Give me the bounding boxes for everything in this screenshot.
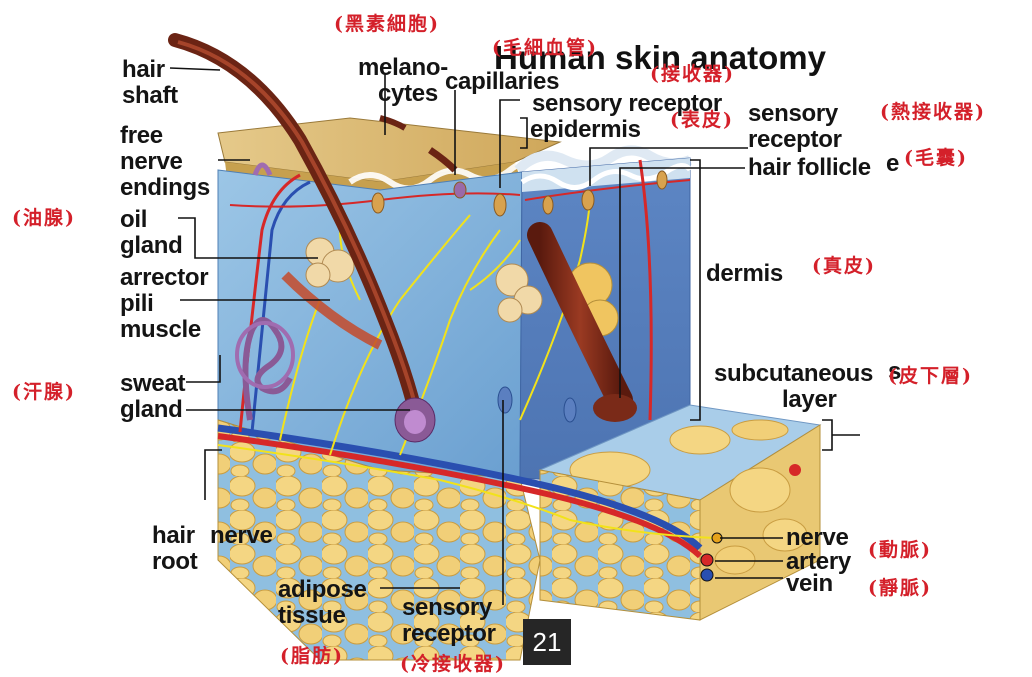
label-sensory-receptor-right-2: receptor [748, 128, 842, 152]
cn-hair-follicle: (毛囊) [904, 148, 968, 168]
cn-capillaries: (毛細血管) [492, 38, 598, 58]
cn-touch-receptor: (接收器) [650, 64, 735, 84]
cn-oil-gland: (油腺) [12, 208, 76, 228]
label-vein: vein [786, 572, 833, 596]
label-arrector-2: pili [120, 292, 153, 316]
label-oil-gland-1: oil [120, 208, 147, 232]
label-hair-shaft-1: hair [122, 58, 165, 82]
label-sensory-receptor-bottom-2: receptor [402, 622, 496, 646]
label-hair-root-1: hair [152, 524, 195, 548]
label-free-nerve-endings-1: free [120, 124, 163, 148]
label-epidermis: epidermis [530, 118, 641, 142]
cn-melanocytes: (黑素細胞) [334, 14, 440, 34]
cn-adipose: (脂肪) [280, 646, 344, 666]
cn-sweat-gland: (汗腺) [12, 382, 76, 402]
label-melanocytes-1: melano- [358, 56, 448, 80]
label-sensory-receptor-right-1: sensory [748, 102, 838, 126]
label-hair-follicle-tail: e [886, 152, 899, 176]
label-free-nerve-endings-3: endings [120, 176, 210, 200]
label-nerve-left: nerve [210, 524, 273, 548]
label-hair-shaft-2: shaft [122, 84, 178, 108]
cn-heat-receptor: (熱接收器) [880, 102, 986, 122]
label-dermis: dermis [706, 262, 783, 286]
label-sweat-gland-2: gland [120, 398, 183, 422]
label-arrector-3: muscle [120, 318, 201, 342]
label-arrector-1: arrector [120, 266, 208, 290]
cn-dermis: (真皮) [812, 256, 876, 276]
label-hair-follicle: hair follicle [748, 156, 871, 180]
label-nerve-right: nerve [786, 526, 849, 550]
label-adipose-2: tissue [278, 604, 346, 628]
label-melanocytes-2: cytes [378, 82, 438, 106]
label-free-nerve-endings-2: nerve [120, 150, 183, 174]
page-number-badge: 21 [523, 619, 571, 665]
cn-epidermis: (表皮) [670, 110, 734, 130]
label-subcutaneous-2: layer [782, 388, 837, 412]
cn-subcutaneous: (皮下層) [888, 366, 973, 386]
cn-artery: (動脈) [868, 540, 932, 560]
label-adipose-1: adipose [278, 578, 367, 602]
label-subcutaneous-1: subcutaneous [714, 362, 873, 386]
label-oil-gland-2: gland [120, 234, 183, 258]
cn-vein: (靜脈) [868, 578, 932, 598]
label-sensory-receptor-bottom-1: sensory [402, 596, 492, 620]
cn-cold-receptor: (冷接收器) [400, 654, 506, 674]
label-sweat-gland-1: sweat [120, 372, 185, 396]
label-hair-root-2: root [152, 550, 197, 574]
